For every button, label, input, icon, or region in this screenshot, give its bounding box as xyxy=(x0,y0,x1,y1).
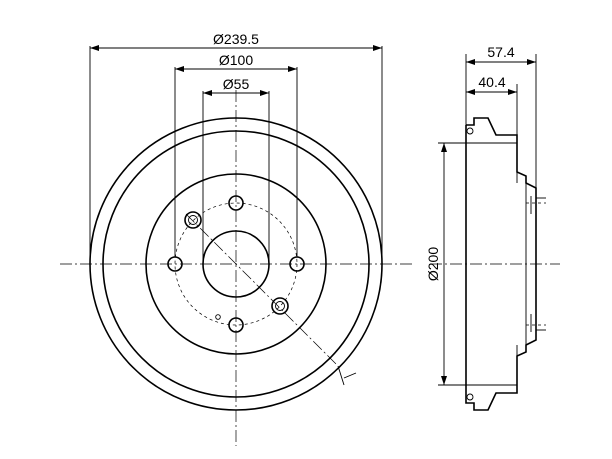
outer-diameter-label: Ø239.5 xyxy=(213,31,259,47)
profile-hole-bottom xyxy=(466,393,474,401)
bolt-hole-top xyxy=(228,195,244,211)
drum-inner-diameter-label: Ø200 xyxy=(425,247,441,281)
drum-outer-profile xyxy=(465,117,537,411)
overall-width-label: 57.4 xyxy=(487,44,514,60)
locating-screw-upper-left xyxy=(184,211,202,229)
pcd-label: Ø100 xyxy=(219,52,253,68)
locating-screw-lower-right xyxy=(271,297,289,315)
balance-mark-small xyxy=(215,314,221,320)
profile-hole-top xyxy=(466,127,474,135)
front-view: Ø239.5 Ø100 Ø55 xyxy=(60,31,412,446)
center-bore-label: Ø55 xyxy=(223,76,250,92)
inner-width-label: 40.4 xyxy=(478,74,505,90)
leader-line xyxy=(337,365,345,386)
diagonal-center-line xyxy=(185,213,339,367)
inner-rim-circle xyxy=(102,130,370,398)
bolt-hole-bottom xyxy=(228,317,244,333)
hub-face-circle xyxy=(145,173,327,355)
bolt-pitch-circle xyxy=(174,202,298,326)
side-view: 57.4 40.4 Ø200 xyxy=(425,44,560,411)
leader-tick xyxy=(343,372,357,379)
